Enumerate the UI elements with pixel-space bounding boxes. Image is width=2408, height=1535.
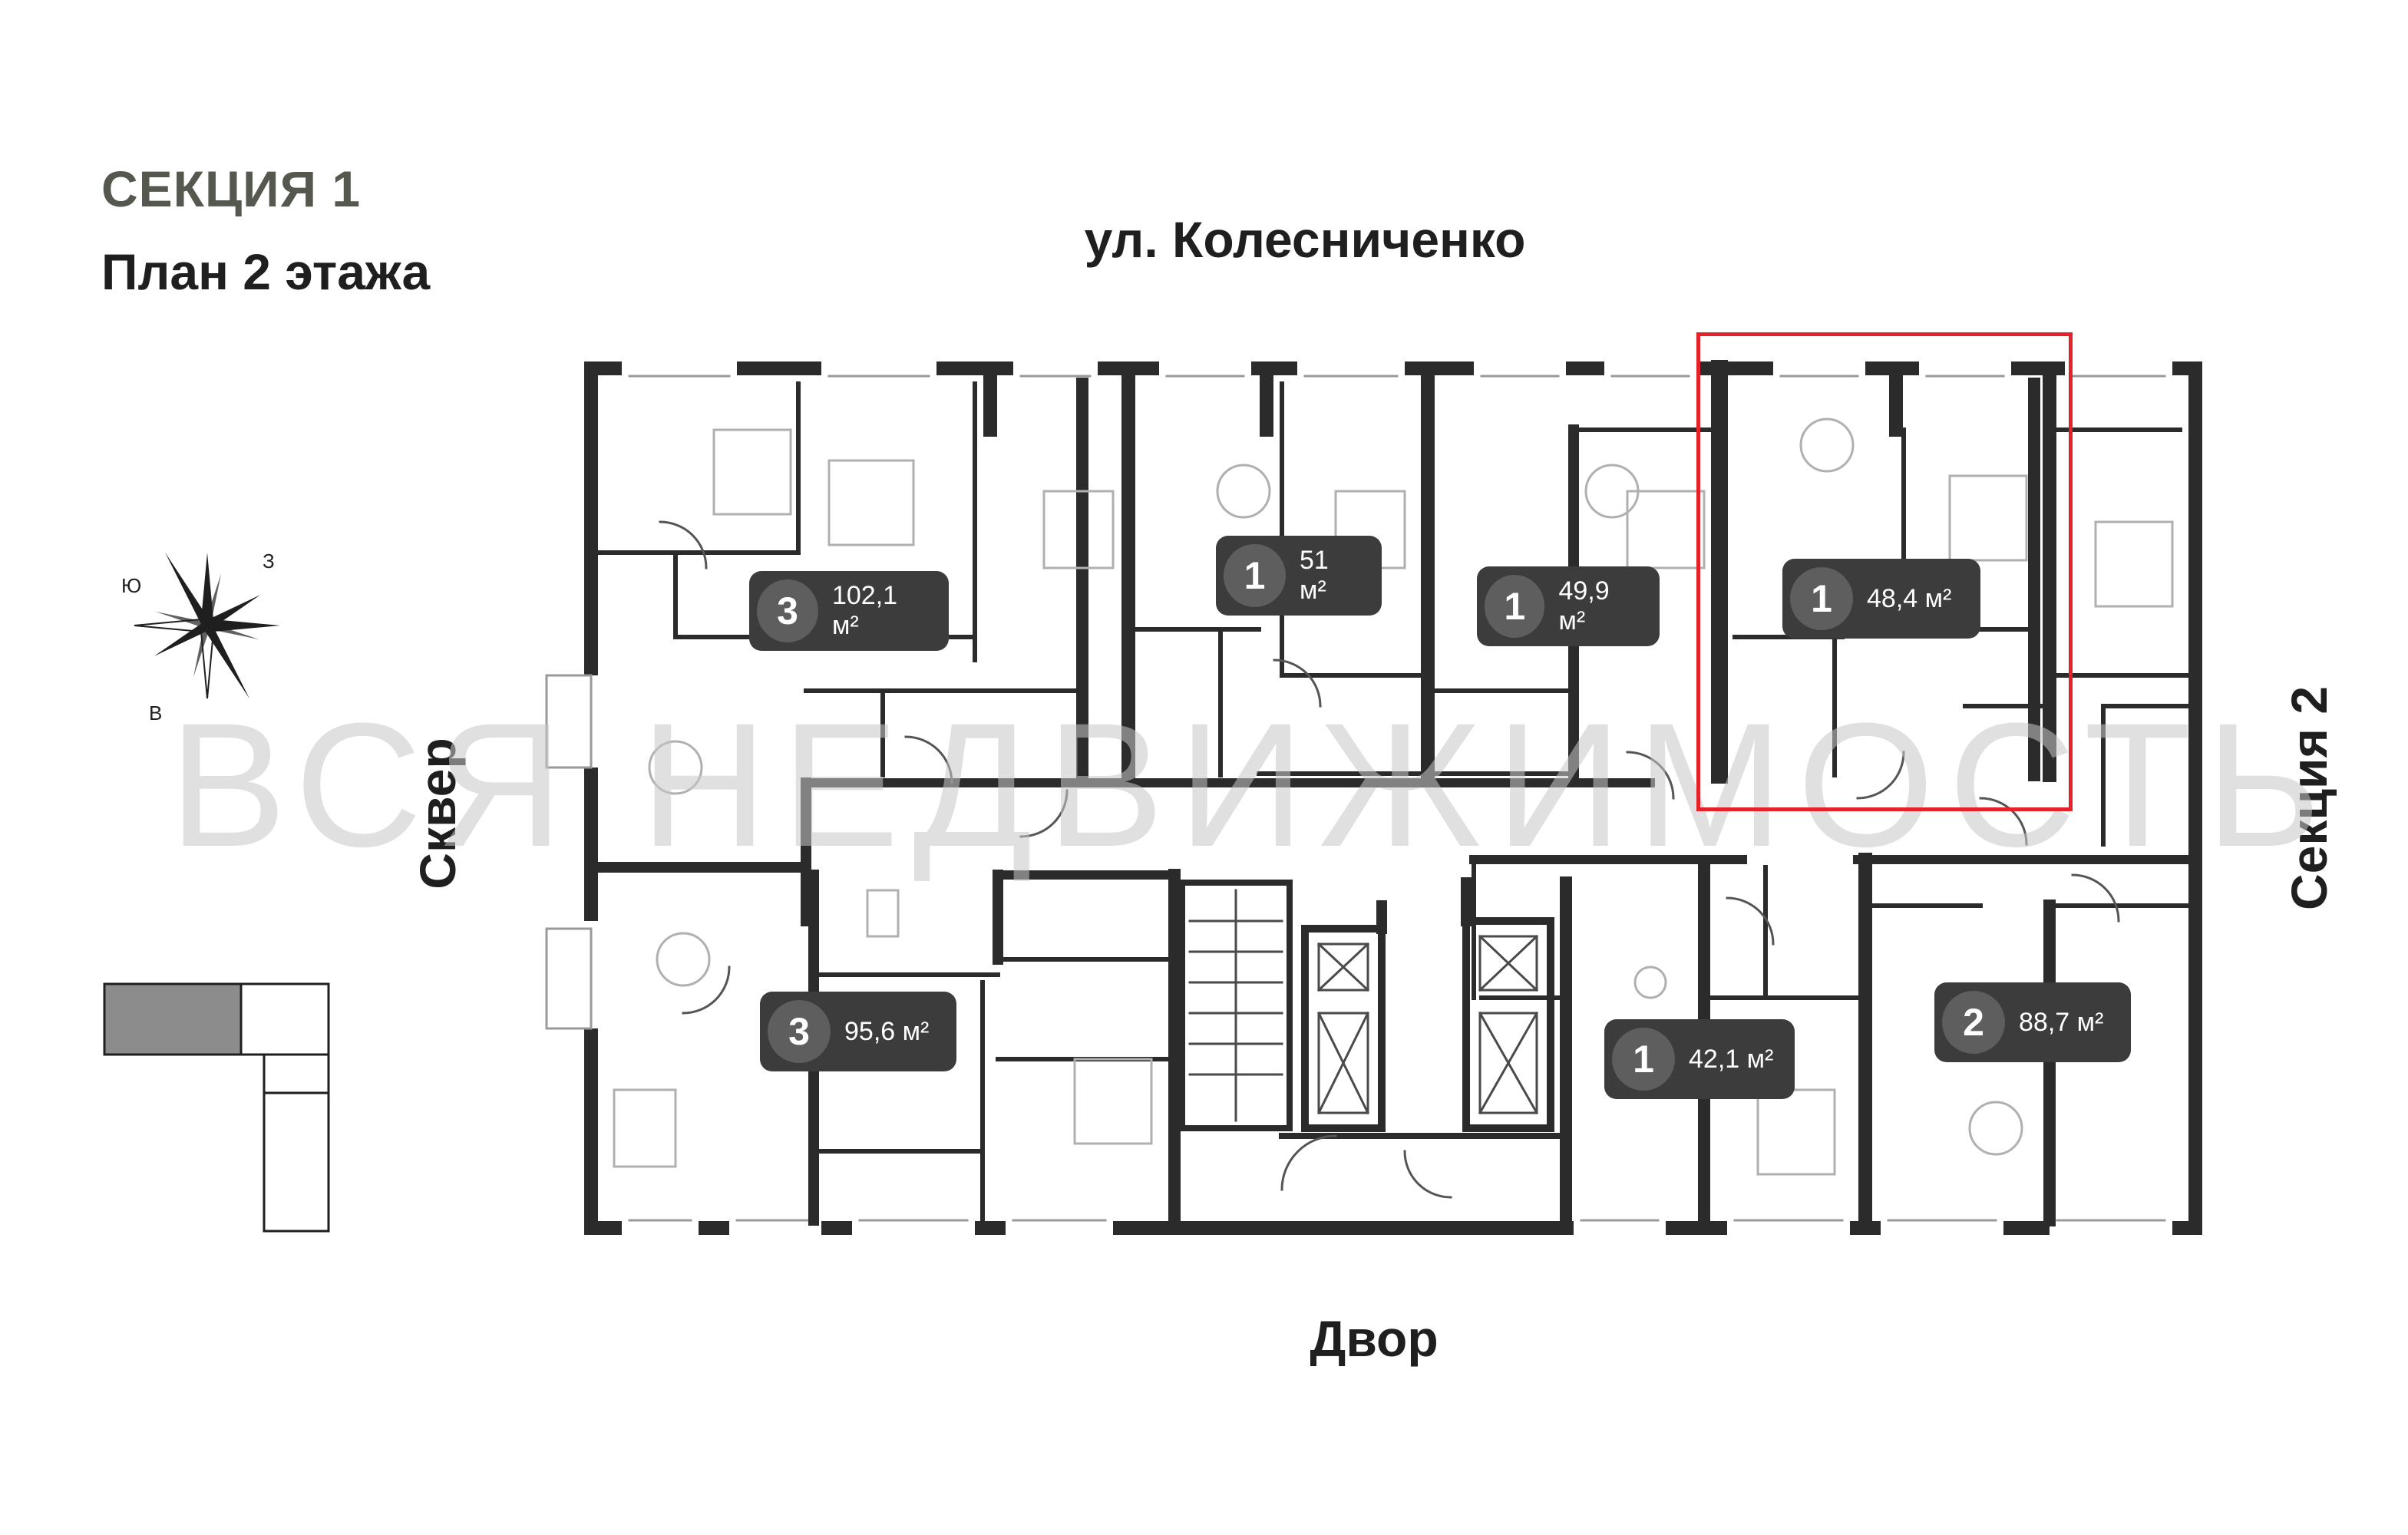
apartment-rooms: 1 — [1485, 575, 1545, 638]
apartment-area: 102,1 м² — [831, 581, 898, 640]
highlighted-apartment-frame — [1696, 332, 2073, 811]
apartment-badge[interactable]: 1 49,9 м² — [1477, 566, 1660, 646]
compass-east: В — [149, 701, 162, 725]
compass-rose: З Ю С В — [121, 522, 308, 729]
apartment-area: 48,4 м² — [1867, 583, 1952, 613]
apartment-rooms: 2 — [1942, 991, 2005, 1054]
apartment-area: 88,7 м² — [2019, 1007, 2104, 1037]
apartment-area: 49,9 м² — [1558, 576, 1610, 635]
floor-plan-title: План 2 этажа — [101, 243, 431, 300]
compass-west: З — [263, 550, 275, 573]
yard-label: Двор — [1310, 1310, 1439, 1367]
apartment-area: 42,1 м² — [1689, 1044, 1774, 1074]
apartment-badge[interactable]: 1 51 м² — [1216, 536, 1382, 616]
watermark: ВСЯ НЕДВИЖИМОСТЬ — [169, 686, 2335, 883]
apartment-area: 95,6 м² — [844, 1016, 930, 1046]
compass-star-icon: З Ю С В — [121, 550, 308, 725]
apartment-rooms: 1 — [1224, 544, 1287, 607]
compass-south: Ю — [123, 574, 141, 597]
apartment-badge[interactable]: 3 95,6 м² — [760, 992, 956, 1071]
street-label: ул. Колесниченко — [1084, 211, 1526, 268]
apartment-rooms: 1 — [1612, 1028, 1675, 1091]
apartment-badge-highlighted[interactable]: 1 48,4 м² — [1782, 559, 1980, 639]
apartment-area: 51 м² — [1300, 546, 1329, 605]
section-title: СЕКЦИЯ 1 — [101, 160, 362, 217]
apartment-badge[interactable]: 1 42,1 м² — [1604, 1019, 1795, 1099]
key-plan — [100, 975, 338, 1236]
apartment-rooms: 3 — [757, 579, 818, 642]
key-plan-current-section — [103, 982, 243, 1056]
apartment-rooms: 3 — [768, 1000, 831, 1063]
apartment-rooms: 1 — [1790, 567, 1853, 630]
apartment-badge[interactable]: 3 102,1 м² — [749, 571, 949, 651]
apartment-badge[interactable]: 2 88,7 м² — [1934, 982, 2131, 1062]
